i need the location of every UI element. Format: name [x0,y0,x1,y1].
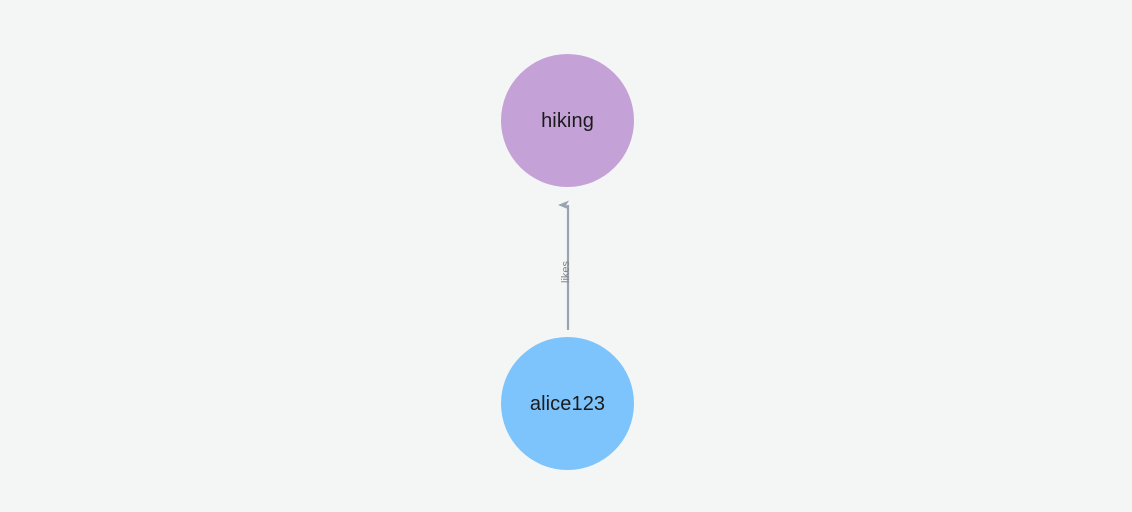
graph-node-alice123-label: alice123 [529,392,606,415]
graph-node-hiking-label: hiking [541,109,594,132]
graph-node-alice123[interactable]: alice123 [501,337,634,470]
graph-node-hiking[interactable]: hiking [501,54,634,187]
edge-label-likes: likes [560,260,572,283]
